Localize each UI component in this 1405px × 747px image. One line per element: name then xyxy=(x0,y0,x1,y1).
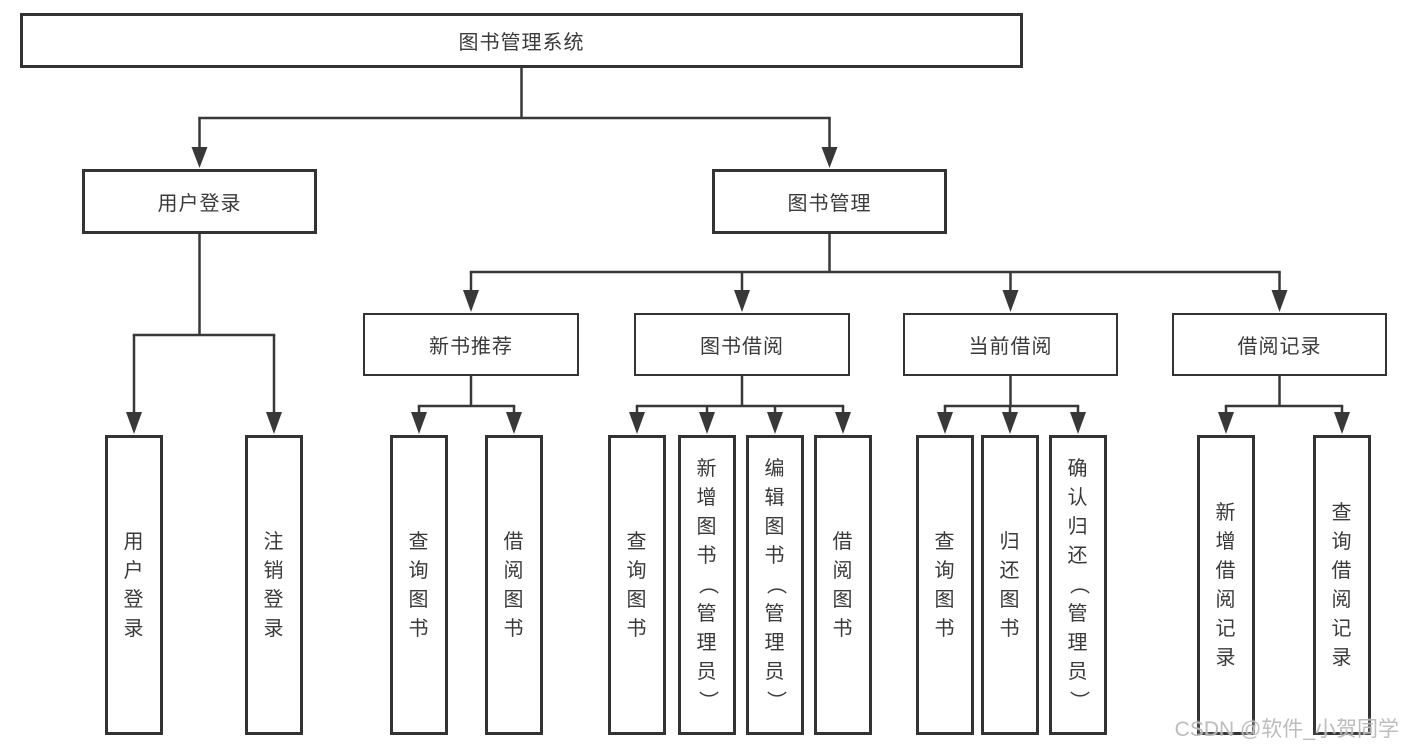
leaf-bb-edit-book-admin: 编辑图书（管理员） xyxy=(746,435,804,735)
node-label: 借阅图书 xyxy=(503,530,525,640)
node-label: 新书推荐 xyxy=(429,336,513,358)
leaf-br-add-borrow-record: 新增借阅记录 xyxy=(1197,435,1255,735)
node-label: 新增借阅记录 xyxy=(1215,501,1237,669)
leaf-br-query-borrow-record: 查询借阅记录 xyxy=(1313,435,1371,735)
node-borrowing-records: 借阅记录 xyxy=(1172,313,1387,376)
leaf-cb-return-books: 归还图书 xyxy=(981,435,1039,735)
node-label: 图书管理系统 xyxy=(458,32,585,54)
node-label: 查询借阅记录 xyxy=(1331,501,1353,669)
csdn-watermark: CSDN @软件_小贺同学 xyxy=(1174,718,1399,741)
node-label: 查询图书 xyxy=(934,530,956,640)
leaf-logout: 注销登录 xyxy=(245,435,303,735)
node-user-login: 用户登录 xyxy=(82,169,317,234)
leaf-user-login: 用户登录 xyxy=(105,435,163,735)
node-label: 图书管理 xyxy=(787,193,872,215)
leaf-cb-query-books: 查询图书 xyxy=(916,435,974,735)
node-label: 借阅记录 xyxy=(1237,336,1322,358)
node-label: 归还图书 xyxy=(999,530,1021,640)
node-label: 编辑图书（管理员） xyxy=(764,458,786,712)
node-label: 当前借阅 xyxy=(968,336,1053,358)
node-label: 借阅图书 xyxy=(832,530,854,640)
node-new-book-recommendation: 新书推荐 xyxy=(363,313,579,376)
node-label: 用户登录 xyxy=(157,193,242,215)
node-current-borrowing: 当前借阅 xyxy=(903,313,1118,376)
node-library-management-system: 图书管理系统 xyxy=(20,13,1023,68)
leaf-bb-borrow-books: 借阅图书 xyxy=(814,435,872,735)
leaf-bb-query-books: 查询图书 xyxy=(608,435,666,735)
leaf-nbr-query-books: 查询图书 xyxy=(390,435,448,735)
leaf-nbr-borrow-books: 借阅图书 xyxy=(485,435,543,735)
node-label: 用户登录 xyxy=(123,530,145,640)
node-label: 注销登录 xyxy=(263,530,285,640)
node-label: 查询图书 xyxy=(626,530,648,640)
node-label: 新增图书（管理员） xyxy=(696,458,718,712)
node-book-management: 图书管理 xyxy=(712,169,947,234)
node-book-borrowing: 图书借阅 xyxy=(634,313,850,376)
node-label: 图书借阅 xyxy=(700,336,784,358)
node-label: 确认归还（管理员） xyxy=(1067,458,1089,712)
node-label: 查询图书 xyxy=(408,530,430,640)
leaf-bb-add-book-admin: 新增图书（管理员） xyxy=(678,435,736,735)
leaf-cb-confirm-return-admin: 确认归还（管理员） xyxy=(1049,435,1107,735)
